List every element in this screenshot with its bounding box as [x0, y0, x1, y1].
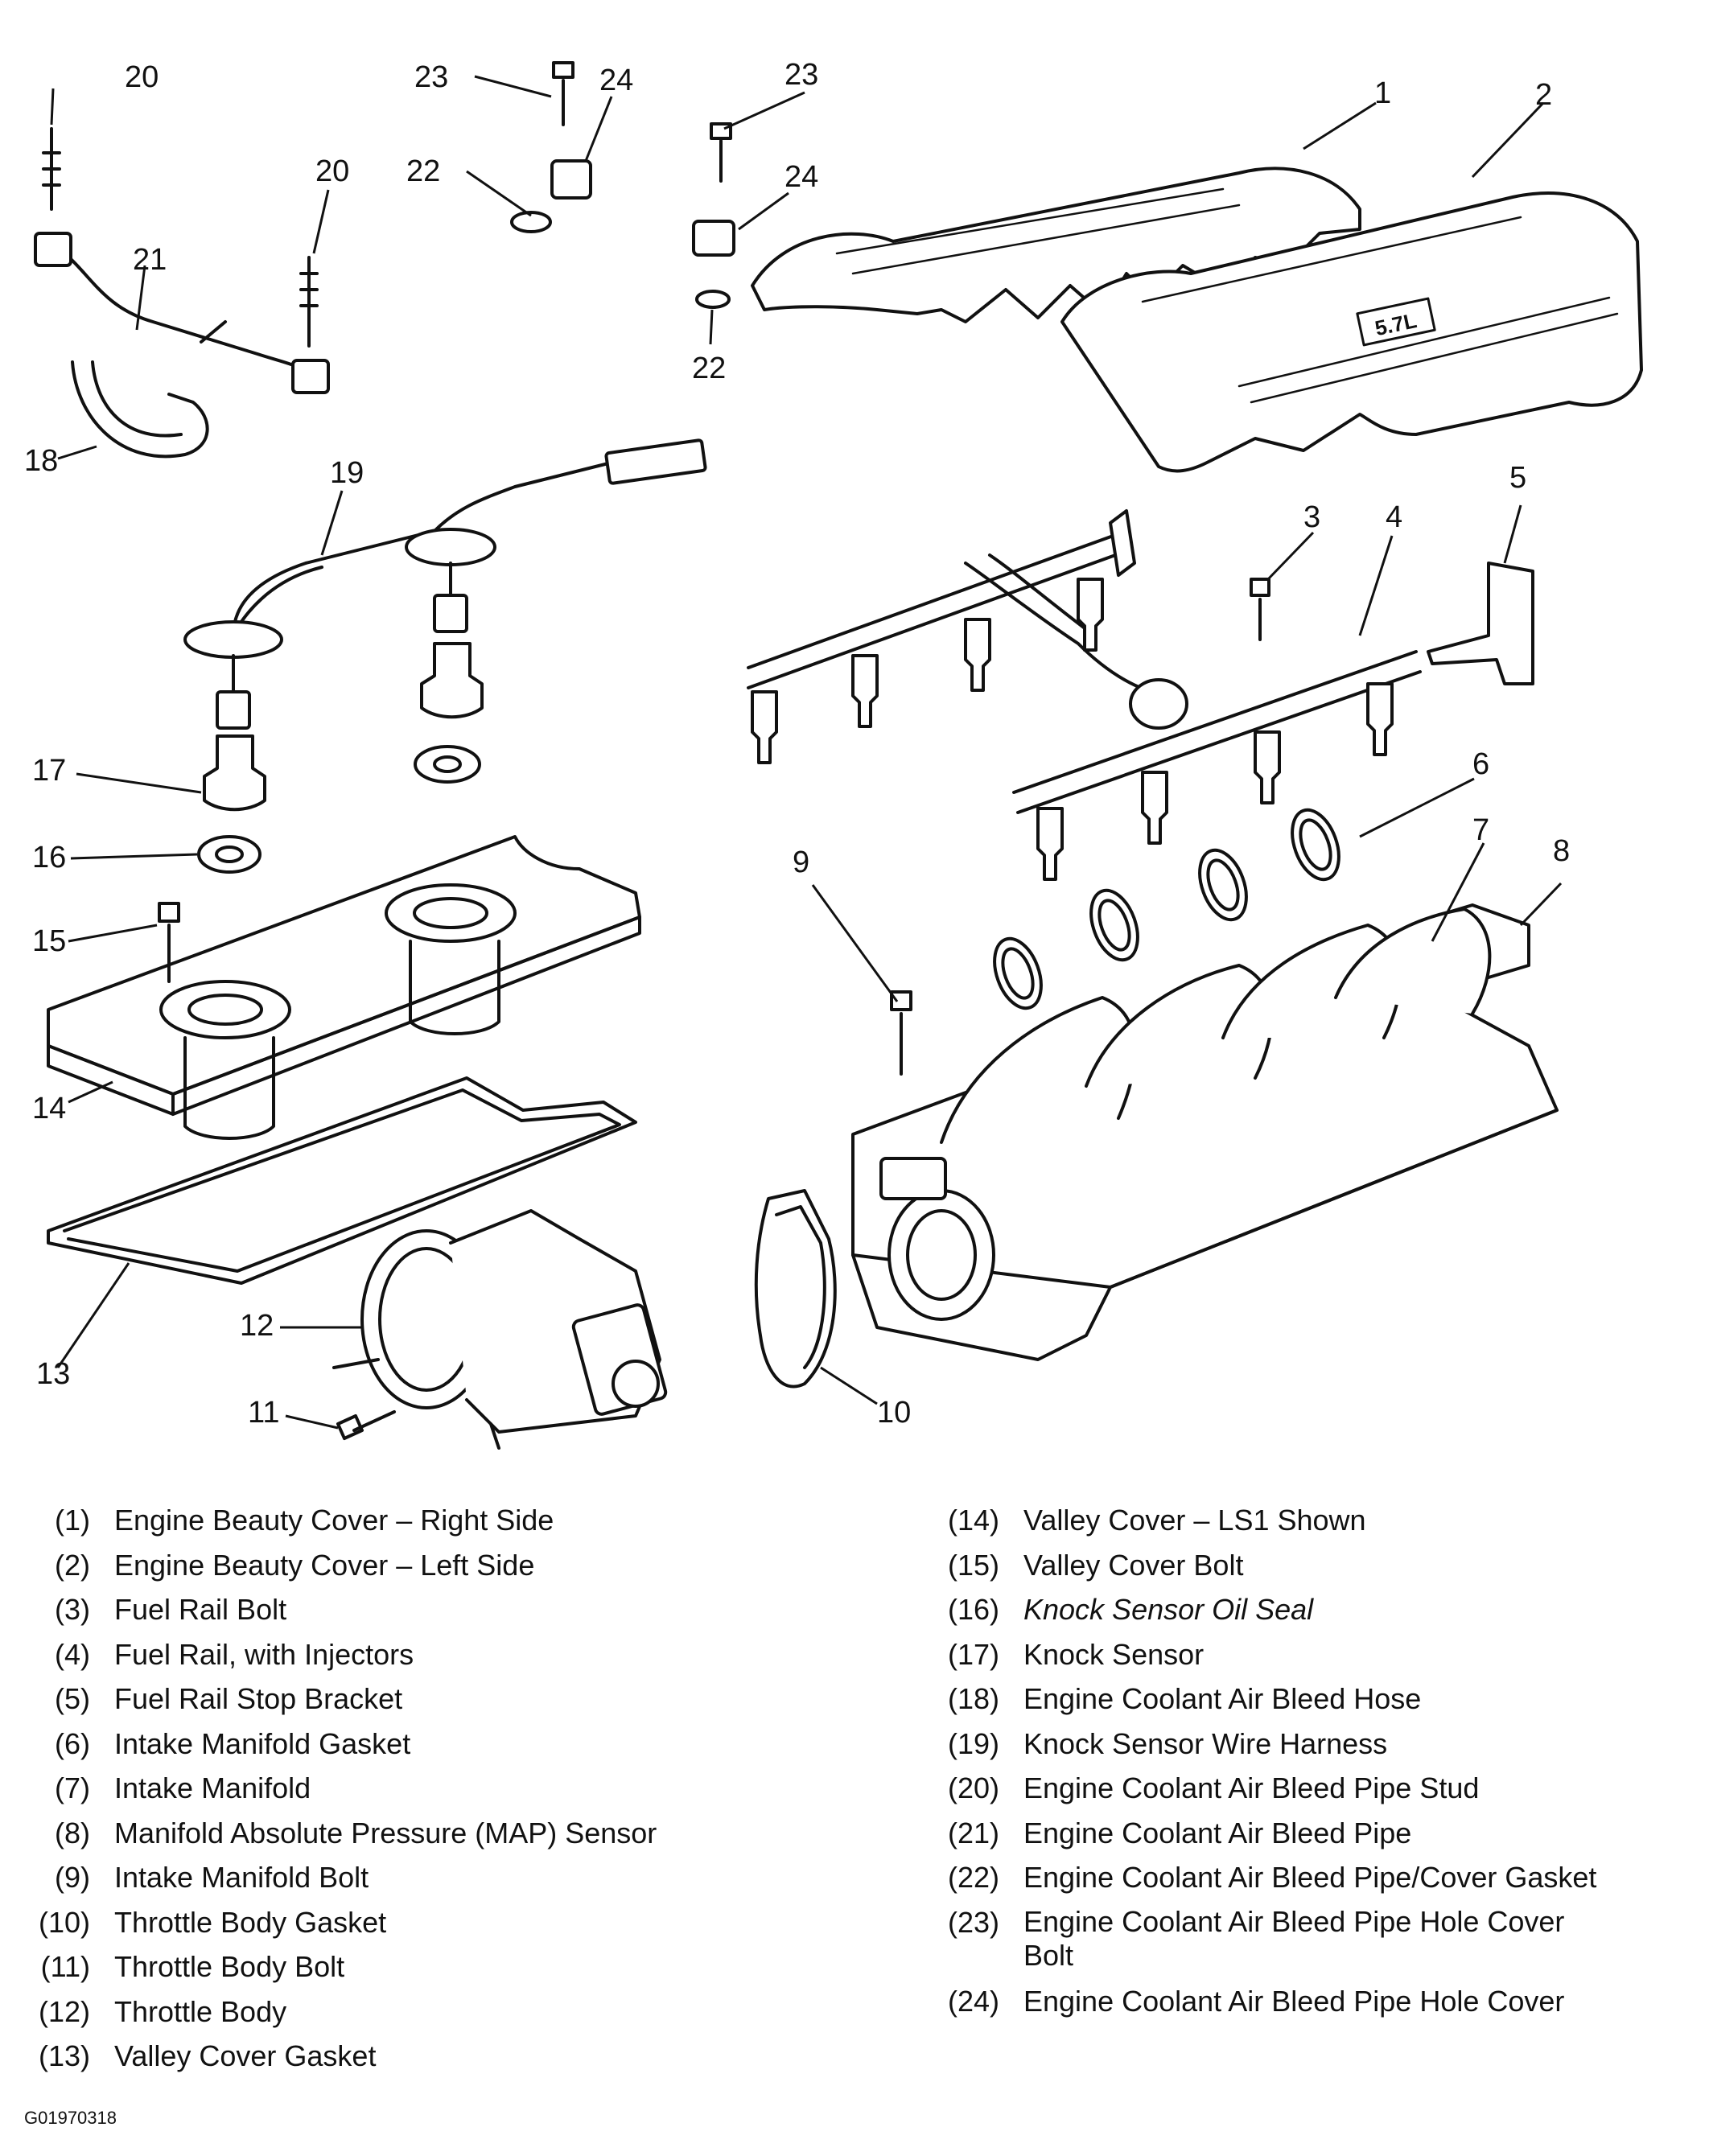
knock-sensor-oil-seal-left — [197, 835, 261, 874]
callout-3: 3 — [1303, 500, 1320, 534]
valley-cover-gasket — [47, 1076, 637, 1285]
callout-23-left: 23 — [414, 60, 448, 94]
air-bleed-gasket-right — [695, 290, 731, 309]
legend-row-23: (23)Engine Coolant Air Bleed Pipe Hole C… — [947, 1904, 1565, 1972]
air-bleed-hole-cover-left — [550, 159, 592, 200]
callout-18: 18 — [24, 444, 58, 478]
throttle-body — [332, 1209, 668, 1450]
legend-row-20: (20)Engine Coolant Air Bleed Pipe Stud — [947, 1771, 1480, 1804]
callout-10: 10 — [877, 1396, 911, 1430]
callout-2: 2 — [1535, 78, 1552, 112]
air-bleed-pipe-stud-left — [42, 127, 61, 211]
legend-row-9: (9)Intake Manifold Bolt — [55, 1861, 369, 1894]
legend-row-24: (24)Engine Coolant Air Bleed Pipe Hole C… — [947, 1984, 1565, 2018]
knock-sensor-right — [420, 642, 484, 719]
callout-1: 1 — [1374, 76, 1391, 110]
figure-code: G01970318 — [24, 2108, 117, 2128]
callout-7: 7 — [1472, 813, 1489, 847]
legend-row-1: (1)Engine Beauty Cover – Right Side — [55, 1504, 554, 1537]
callout-13: 13 — [36, 1357, 70, 1391]
throttle-body-gasket — [754, 1189, 837, 1389]
fuel-rail-bolt — [1250, 578, 1270, 641]
cover-badge — [1356, 297, 1436, 347]
callout-20-right: 20 — [315, 154, 349, 188]
callout-24-left: 24 — [599, 64, 633, 97]
callout-11: 11 — [248, 1396, 279, 1430]
harness-grommet-right — [405, 528, 496, 566]
knock-sensor-left — [203, 734, 266, 812]
fuel-rail-stop-bracket — [1427, 562, 1534, 685]
harness-grommet-left — [183, 620, 283, 659]
callout-9: 9 — [793, 846, 809, 879]
air-bleed-gasket-left — [510, 211, 552, 233]
callout-16: 16 — [32, 841, 66, 874]
callout-19: 19 — [330, 456, 364, 490]
legend-row-3: (3)Fuel Rail Bolt — [55, 1593, 287, 1626]
legend-row-13: (13)Valley Cover Gasket — [38, 2039, 377, 2072]
exploded-parts-diagram: 5.7L — [24, 58, 1643, 1450]
callout-23-right: 23 — [784, 58, 818, 92]
legend-row-16: (16)Knock Sensor Oil Seal — [947, 1593, 1314, 1626]
legend-row-12: (12)Throttle Body — [38, 1994, 287, 2028]
fuel-rail-with-injectors — [747, 509, 1422, 881]
callout-4: 4 — [1386, 500, 1402, 534]
callout-8: 8 — [1553, 834, 1570, 868]
callout-14: 14 — [32, 1092, 66, 1125]
intake-manifold-bolt — [890, 990, 912, 1076]
legend-row-6: (6)Intake Manifold Gasket — [55, 1726, 411, 1760]
air-bleed-pipe-stud-right — [299, 256, 319, 348]
callout-17: 17 — [32, 754, 66, 788]
intake-manifold-gaskets — [993, 808, 1340, 1010]
legend-row-8: (8)Manifold Absolute Pressure (MAP) Sens… — [55, 1816, 657, 1849]
valley-cover — [47, 835, 641, 1096]
callout-5: 5 — [1509, 461, 1526, 495]
callout-22-left: 22 — [406, 154, 440, 188]
air-bleed-hose — [71, 360, 209, 459]
legend-row-7: (7)Intake Manifold — [55, 1771, 311, 1804]
callout-15: 15 — [32, 924, 66, 958]
legend-row-19: (19)Knock Sensor Wire Harness — [947, 1726, 1388, 1760]
legend-row-4: (4)Fuel Rail, with Injectors — [55, 1637, 414, 1671]
callout-12: 12 — [240, 1309, 274, 1343]
callout-21: 21 — [133, 243, 167, 277]
throttle-body-bolt — [336, 1410, 396, 1440]
callout-22-right: 22 — [692, 352, 726, 385]
parts-legend-left: (1)Engine Beauty Cover – Right Side (2)E… — [16, 1498, 657, 2079]
air-bleed-pipe — [47, 240, 315, 380]
legend-row-15: (15)Valley Cover Bolt — [947, 1548, 1244, 1582]
callout-20-left: 20 — [125, 60, 159, 94]
air-bleed-hole-cover-bolt-left — [552, 61, 574, 126]
legend-row-2: (2)Engine Beauty Cover – Left Side — [55, 1548, 535, 1582]
callout-6: 6 — [1472, 747, 1489, 781]
legend-row-18: (18)Engine Coolant Air Bleed Hose — [947, 1682, 1422, 1715]
engine-beauty-cover-right — [751, 167, 1361, 323]
legend-row-5: (5)Fuel Rail Stop Bracket — [55, 1682, 403, 1715]
legend-row-10: (10)Throttle Body Gasket — [38, 1905, 387, 1939]
legend-row-17: (17)Knock Sensor — [947, 1637, 1205, 1671]
legend-row-11: (11)Throttle Body Bolt — [40, 1950, 345, 1983]
intake-manifold — [851, 907, 1559, 1361]
parts-legend-right: (14)Valley Cover – LS1 Shown (15)Valley … — [911, 1498, 1596, 2023]
legend-row-22: (22)Engine Coolant Air Bleed Pipe/Cover … — [947, 1861, 1597, 1894]
knock-sensor-oil-seal-right — [414, 745, 481, 784]
engine-beauty-cover-left — [1060, 191, 1643, 473]
air-bleed-hole-cover-bolt-right — [710, 122, 732, 183]
callout-24-right: 24 — [784, 160, 818, 194]
legend-row-21: (21)Engine Coolant Air Bleed Pipe — [947, 1816, 1412, 1849]
air-bleed-hole-cover-right — [692, 220, 735, 257]
valley-cover-bolt — [158, 902, 180, 983]
legend-row-14: (14)Valley Cover – LS1 Shown — [947, 1504, 1366, 1537]
